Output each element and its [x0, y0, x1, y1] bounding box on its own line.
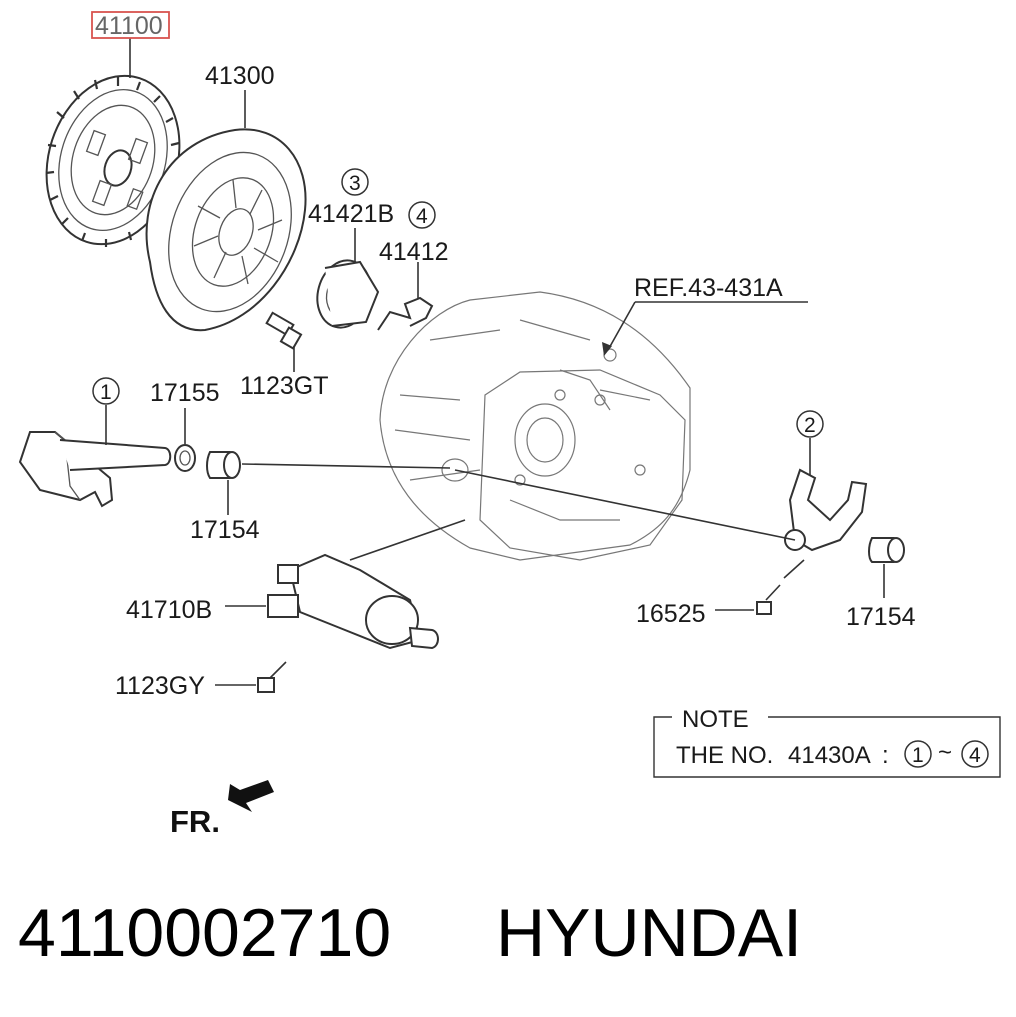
shift-fork-drawing	[454, 438, 905, 615]
front-direction-indicator: FR.	[170, 780, 274, 839]
front-label: FR.	[170, 804, 220, 839]
part-label-41300[interactable]: 41300	[205, 62, 275, 90]
part-label-41100[interactable]: 41100	[95, 12, 163, 40]
note-tilde: ~	[938, 739, 952, 766]
highlight-box-41100	[91, 11, 170, 39]
release-fork-drawing	[18, 405, 451, 515]
part-label-1123gt[interactable]: 1123GT	[240, 372, 328, 400]
callout-4-number: 4	[416, 205, 428, 228]
footer-brand: HYUNDAI	[496, 895, 802, 971]
part-label-17155[interactable]: 17155	[150, 379, 220, 407]
callout-2: 2	[796, 410, 824, 438]
note-range-end: 4	[969, 744, 981, 767]
part-label-1123gy[interactable]: 1123GY	[115, 672, 205, 700]
part-label-16525[interactable]: 16525	[636, 600, 706, 628]
callout-4: 4	[408, 201, 436, 229]
part-label-41412[interactable]: 41412	[379, 238, 449, 266]
part-label-17154-right[interactable]: 17154	[846, 603, 916, 631]
note-title: NOTE	[682, 706, 749, 733]
reference-label[interactable]: REF.43-431A	[634, 274, 783, 302]
note-text: THE NO.	[676, 742, 773, 769]
part-label-41421b[interactable]: 41421B	[308, 200, 394, 228]
footer-part-number: 4110002710	[18, 895, 391, 971]
front-arrow-icon	[228, 780, 274, 812]
part-label-17154-left[interactable]: 17154	[190, 516, 260, 544]
note-colon: :	[882, 742, 889, 769]
part-label-41710b[interactable]: 41710B	[126, 596, 212, 624]
transaxle-housing-drawing	[379, 291, 691, 561]
callout-1: 1	[92, 377, 120, 405]
release-bearing-drawing	[316, 228, 434, 331]
callout-3: 3	[341, 168, 369, 196]
note-part-number[interactable]: 41430A	[788, 742, 871, 769]
callout-2-number: 2	[804, 414, 816, 437]
note-range-start: 1	[912, 744, 924, 767]
note-box: NOTE THE NO. 41430A : 1 ~ 4	[653, 706, 1001, 778]
callout-3-number: 3	[349, 172, 361, 195]
slave-cylinder-drawing	[215, 519, 466, 693]
callout-1-number: 1	[100, 381, 112, 404]
pressure-plate-drawing	[145, 90, 307, 372]
